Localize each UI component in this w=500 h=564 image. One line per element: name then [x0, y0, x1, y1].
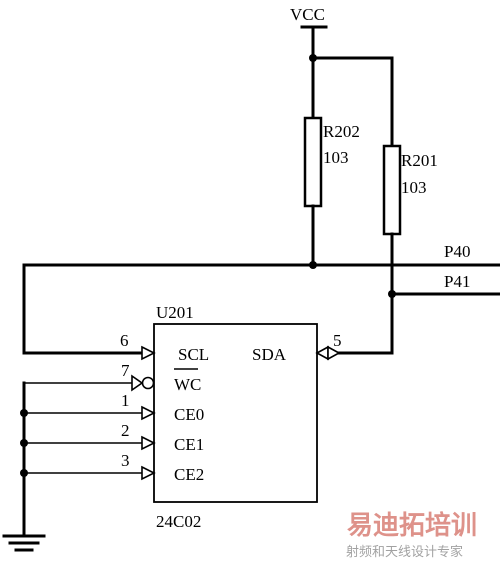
- watermark-logo: 易迪拓培训 射频和天线设计专家: [346, 511, 477, 560]
- ce2-pin-number: 3: [121, 451, 130, 470]
- scl-input-arrow-icon: [141, 345, 156, 361]
- ce0-pin-name: CE0: [174, 405, 204, 424]
- vcc-label: VCC: [290, 5, 325, 24]
- sda-bidir-arrow-left-icon: [315, 345, 329, 361]
- r201-ref-label: R201: [401, 151, 438, 170]
- ce2-input-arrow-icon: [141, 465, 156, 481]
- ce1-ground-junction: [20, 439, 28, 447]
- p40-label: P40: [444, 242, 470, 261]
- ce1-pin-name: CE1: [174, 435, 204, 454]
- watermark-title: 易迪拓培训: [347, 511, 477, 541]
- p41-label: P41: [444, 272, 470, 291]
- r202-value-label: 103: [323, 148, 349, 167]
- wc-input-arrow-icon: [131, 374, 144, 392]
- wc-pin-number: 7: [121, 361, 130, 380]
- ic-ref-label: U201: [156, 303, 194, 322]
- ce1-pin-number: 2: [121, 421, 130, 440]
- ce0-pin-number: 1: [121, 391, 130, 410]
- watermark-subtitle: 射频和天线设计专家: [346, 544, 463, 560]
- sda-bidir-arrow-right-icon: [327, 345, 341, 361]
- sda-pin-name: SDA: [252, 345, 287, 364]
- ce1-input-arrow-icon: [141, 435, 156, 451]
- ce0-ground-junction: [20, 409, 28, 417]
- ce2-pin-name: CE2: [174, 465, 204, 484]
- ce2-ground-junction: [20, 469, 28, 477]
- r202-resistor-body: [303, 116, 323, 208]
- ic-body: [153, 323, 318, 503]
- ground-symbol-icon: [2, 534, 46, 552]
- scl-pin-name: SCL: [178, 345, 209, 364]
- r202-ref-label: R202: [323, 122, 360, 141]
- r201-value-label: 103: [401, 178, 427, 197]
- ce0-input-arrow-icon: [141, 405, 156, 421]
- p40-junction: [309, 261, 317, 269]
- sda-pin-number: 5: [333, 331, 342, 350]
- wc-inversion-bubble-icon: [141, 376, 155, 390]
- r201-resistor-body: [382, 144, 402, 236]
- ic-part-label: 24C02: [156, 512, 201, 531]
- scl-pin-number: 6: [120, 331, 129, 350]
- wc-pin-name: WC: [174, 375, 201, 394]
